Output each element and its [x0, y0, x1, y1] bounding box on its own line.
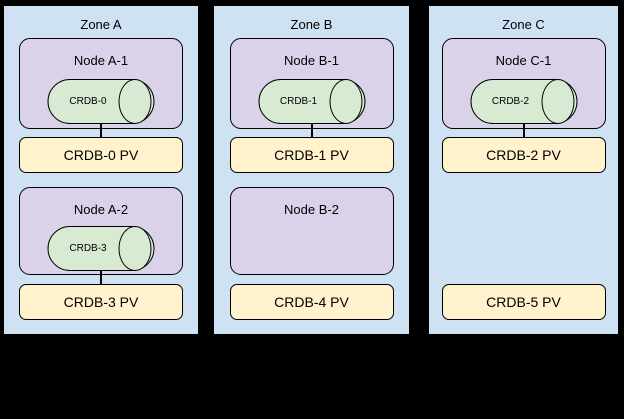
node-b2-title: Node B-2 [284, 202, 339, 217]
connector-c1-to-pv2 [522, 123, 525, 137]
zone-a: Zone A Node A-1 CRDB-0 CRDB-0 PV Node A-… [3, 5, 199, 335]
pod-crdb-1-label: CRDB-1 [279, 96, 318, 107]
pv-crdb-0: CRDB-0 PV [19, 137, 183, 173]
connector-a2-to-pv3 [100, 270, 102, 284]
pv-crdb-0-label: CRDB-0 PV [63, 147, 139, 163]
zone-a-title: Zone A [80, 17, 122, 32]
pod-cylinder-crdb-3: CRDB-3 [47, 226, 155, 271]
pv-crdb-3-label: CRDB-3 PV [63, 294, 139, 310]
connector-b1-to-pv1 [310, 123, 313, 137]
connector-a1-to-pv0 [100, 123, 102, 137]
cylinder-cap-icon [118, 226, 152, 271]
node-b1-title: Node B-1 [284, 53, 339, 68]
zone-b-title: Zone B [290, 17, 333, 32]
pod-crdb-0-label: CRDB-0 [69, 96, 107, 107]
cylinder-cap-icon [118, 79, 152, 124]
cylinder-cap-icon [541, 79, 574, 124]
node-a1-title: Node A-1 [73, 53, 129, 68]
node-b2: Node B-2 [229, 187, 394, 275]
pv-crdb-5: CRDB-5 PV [441, 284, 606, 320]
pv-crdb-2: CRDB-2 PV [441, 137, 606, 173]
pod-cylinder-crdb-1: CRDB-1 [258, 79, 365, 124]
node-a2: Node A-2 CRDB-3 [19, 187, 183, 275]
pv-crdb-1: CRDB-1 PV [229, 137, 394, 173]
zone-c: Zone C Node C-1 CRDB-2 CRDB-2 PV CRDB-5 … [428, 5, 619, 335]
pv-crdb-2-label: CRDB-2 PV [486, 147, 561, 163]
pv-crdb-5-label: CRDB-5 PV [486, 294, 561, 310]
node-c1-title: Node C-1 [495, 53, 552, 68]
cylinder-cap-icon [329, 79, 362, 124]
pv-crdb-3: CRDB-3 PV [19, 284, 183, 320]
pv-crdb-4: CRDB-4 PV [229, 284, 394, 320]
pod-crdb-2-label: CRDB-2 [491, 96, 530, 107]
node-a2-title: Node A-2 [73, 202, 129, 217]
pv-crdb-4-label: CRDB-4 PV [274, 294, 349, 310]
node-b1: Node B-1 CRDB-1 [229, 38, 394, 129]
pod-cylinder-crdb-2: CRDB-2 [470, 79, 577, 124]
zone-b: Zone B Node B-1 CRDB-1 CRDB-1 PV Node B-… [213, 5, 410, 335]
node-c1: Node C-1 CRDB-2 [441, 38, 606, 129]
pod-cylinder-crdb-0: CRDB-0 [47, 79, 155, 124]
zone-c-title: Zone C [502, 17, 545, 32]
pod-crdb-3-label: CRDB-3 [69, 243, 107, 254]
node-a1: Node A-1 CRDB-0 [19, 38, 183, 129]
pv-crdb-1-label: CRDB-1 PV [274, 147, 349, 163]
